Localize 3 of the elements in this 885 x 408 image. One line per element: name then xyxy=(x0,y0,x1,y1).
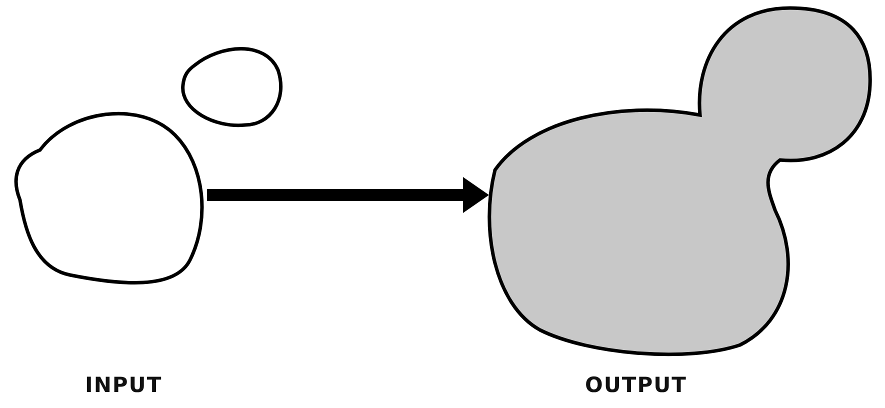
caption-label: OUTPUT xyxy=(585,373,687,397)
arrow xyxy=(207,177,489,213)
caption-label: INPUT xyxy=(85,373,162,397)
